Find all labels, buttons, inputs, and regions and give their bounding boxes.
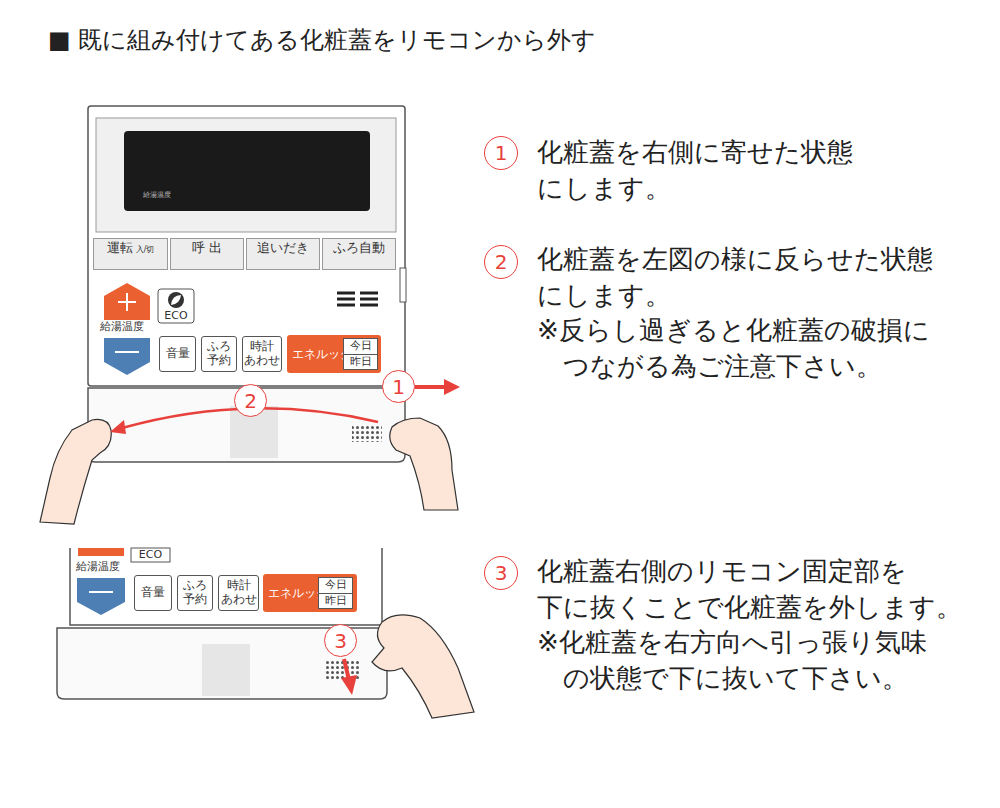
button: 呼 出 xyxy=(170,238,244,270)
menu-icon xyxy=(337,293,378,305)
button-text: 運転 xyxy=(107,239,133,257)
remote-housing xyxy=(88,106,405,386)
plus-symbol xyxy=(118,293,136,311)
button-text: ふろ 予約 xyxy=(178,579,212,607)
part-label: 給湯温度 xyxy=(100,320,160,333)
callout-number: 3 xyxy=(484,556,518,590)
button-text: ECO xyxy=(164,309,187,322)
button-text: 今日 xyxy=(350,339,372,353)
housing-step xyxy=(400,268,406,302)
right-hand xyxy=(390,418,458,510)
note: ※化粧蓋を右方向へ引っ張り気味 の状態で下に抜いて下さい。 xyxy=(537,624,1000,696)
button: 時計 あわせ xyxy=(242,336,282,372)
button-text: ふろ自動 xyxy=(333,239,385,257)
button: ふろ 予約 xyxy=(201,336,237,372)
day-toggle: 今日昨日 xyxy=(343,338,378,370)
button-text: 1 xyxy=(495,143,508,163)
minus-button xyxy=(77,578,125,615)
button-text: ふろ 予約 xyxy=(202,340,236,368)
decorative-cover xyxy=(57,628,387,699)
cover-window xyxy=(202,644,250,696)
display-label: 給湯温度 xyxy=(143,191,203,199)
button-text: 時計 あわせ xyxy=(243,340,281,368)
button-text: 音量 xyxy=(166,347,190,361)
instruction: 化粧蓋を右側に寄せた状態 にします。 xyxy=(537,134,977,206)
button-text: 3 xyxy=(495,563,508,583)
callout-number: 1 xyxy=(484,136,518,170)
button: ふろ 予約 xyxy=(177,575,213,611)
minus-symbol xyxy=(89,591,113,593)
arrow-head xyxy=(341,675,357,695)
part-label: 給湯温度 xyxy=(76,560,136,573)
eco-leaf xyxy=(171,295,181,305)
callout-number: 1 xyxy=(382,370,415,403)
arrow-head xyxy=(110,420,126,434)
callout-number: 3 xyxy=(324,624,357,657)
button: 音量 xyxy=(159,336,196,372)
button-text: 今日 xyxy=(325,578,347,592)
display-screen xyxy=(124,131,370,211)
button-text: 音量 xyxy=(141,586,165,600)
button: ふろ自動 xyxy=(322,238,396,270)
button-text: 2 xyxy=(495,252,508,272)
instruction: 化粧蓋右側のリモコン固定部を 下に抜くことで化粧蓋を外します。 xyxy=(537,553,977,625)
push-right-arrow xyxy=(415,385,446,389)
button: 追いだき xyxy=(246,238,320,270)
arrow-head xyxy=(444,379,460,395)
eco-leaf-circle xyxy=(168,292,184,308)
button-text: 追いだき xyxy=(257,239,309,257)
remote-housing xyxy=(70,548,382,625)
button: 音量 xyxy=(134,575,172,611)
button-text: 昨日 xyxy=(319,593,352,608)
button-text: 呼 出 xyxy=(192,239,222,257)
title: ■ 既に組み付けてある化粧蓋をリモコンから外す xyxy=(48,24,596,56)
decorative-cover xyxy=(88,388,405,462)
button-text: 2 xyxy=(244,391,257,411)
button-text: ECO xyxy=(139,548,162,561)
left-hand xyxy=(40,419,111,524)
day-toggle: 今日昨日 xyxy=(318,577,353,609)
note: ※反らし過ぎると化粧蓋の破損に つながる為ご注意下さい。 xyxy=(537,312,1000,384)
callout-number: 2 xyxy=(234,384,267,417)
button: 時計 あわせ xyxy=(218,575,259,611)
button: 運転入/切 xyxy=(93,238,168,270)
instruction: 化粧蓋を左図の様に反らせた状態 にします。 xyxy=(537,241,977,313)
minus-button xyxy=(104,338,150,375)
eco-button xyxy=(131,548,170,562)
plus-button xyxy=(78,548,124,556)
button-text: 時計 あわせ xyxy=(219,579,258,607)
button-text: 昨日 xyxy=(344,354,377,369)
button-text: 入/切 xyxy=(136,244,155,255)
display-bezel xyxy=(96,118,396,232)
callout-number: 2 xyxy=(484,245,518,279)
enerlook-button: エネルック今日昨日 xyxy=(287,335,381,373)
minus-symbol xyxy=(115,351,139,353)
cover-grip-dots xyxy=(352,424,382,442)
button-text: 1 xyxy=(392,377,405,397)
right-hand xyxy=(372,615,474,718)
eco-button xyxy=(158,289,194,323)
eco-button: ECO xyxy=(131,548,170,562)
button-text: 3 xyxy=(334,631,347,651)
enerlook-button: エネルック今日昨日 xyxy=(263,574,357,612)
eco-button: ECO xyxy=(158,289,194,323)
plus-button xyxy=(104,283,150,320)
